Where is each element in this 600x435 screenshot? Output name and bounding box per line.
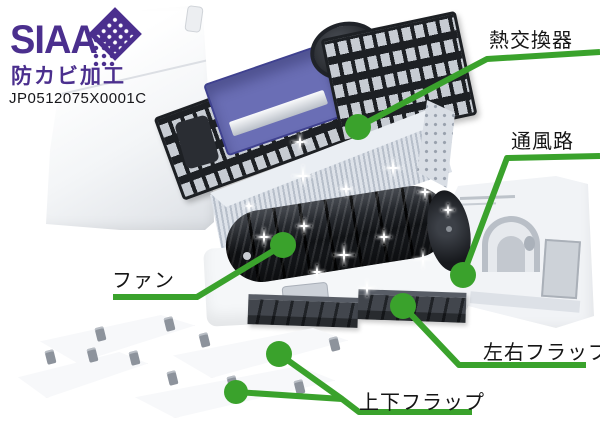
louver-assembly-left xyxy=(247,294,359,328)
flap-hinge xyxy=(226,375,239,391)
fan-hub xyxy=(446,226,452,232)
louver-assembly-right xyxy=(357,289,467,323)
siaa-dot-trail-icon xyxy=(92,36,116,66)
callout-label-fan: ファン xyxy=(112,270,175,292)
flap-hinge xyxy=(44,349,57,365)
siaa-treatment-label: 防カビ加工 xyxy=(11,65,126,88)
callout-label-heat-exchanger: 熱交換器 xyxy=(489,30,573,52)
callout-label-up-down-flap: 上下フラップ xyxy=(359,392,485,414)
fan-motor-bracket-inner xyxy=(497,236,525,272)
terminal-block xyxy=(541,238,581,300)
callout-label-left-right-flap: 左右フラップ xyxy=(483,342,600,364)
flap-hinge xyxy=(128,350,141,366)
chassis-hole xyxy=(524,236,535,251)
flap-hinge xyxy=(198,332,211,348)
callout-label-air-passage: 通風路 xyxy=(511,131,574,153)
flap-hinge xyxy=(166,370,179,386)
fan-axle-pin xyxy=(243,252,251,260)
siaa-registration-code: JP0512075X0001C xyxy=(9,90,147,107)
siaa-logo: SIAA xyxy=(10,18,98,62)
flap-hinge xyxy=(163,316,176,332)
